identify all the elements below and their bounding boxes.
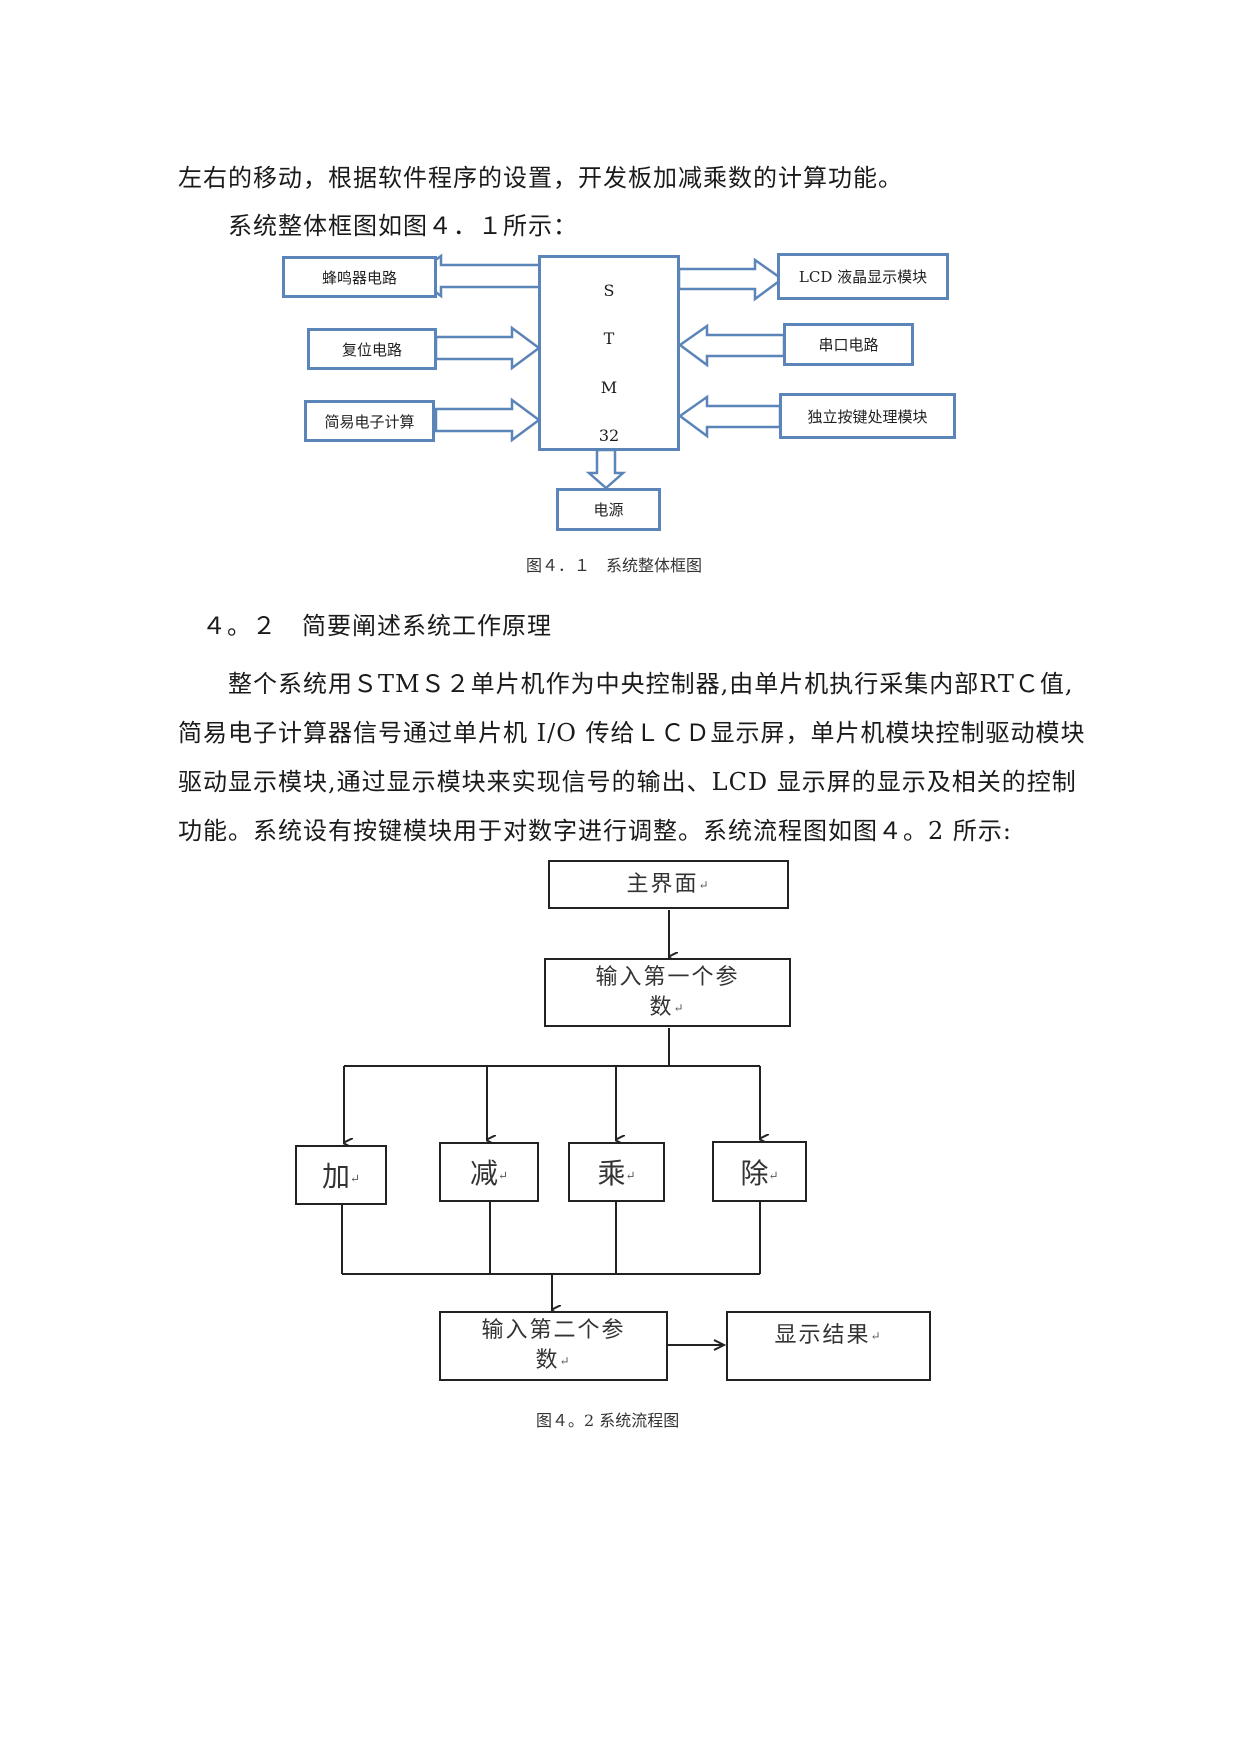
- op-add-box: 加↵: [295, 1145, 387, 1205]
- figure-caption: 图４。2 系统流程图: [536, 1411, 680, 1430]
- paragraph-line: 系统整体框图如图４．１所示：: [228, 212, 578, 240]
- input-first-param-line: 输入第一个参: [595, 964, 740, 990]
- return-mark: ↵: [497, 1168, 509, 1183]
- return-mark: ↵: [559, 1354, 572, 1368]
- reset-module: 复位电路: [307, 328, 437, 370]
- op-multiply-box: 乘↵: [568, 1142, 665, 1202]
- key-module: 独立按键处理模块: [779, 393, 956, 439]
- main-screen-box: 主界面↵: [548, 860, 789, 909]
- stm-letter: S: [603, 281, 615, 300]
- power-module: 电源: [556, 488, 661, 531]
- return-mark: ↵: [349, 1171, 361, 1186]
- show-result-box: 显示结果↵: [726, 1311, 931, 1381]
- paragraph-line: 驱动显示模块,通过显示模块来实现信号的输出、LCD 显示屏的显示及相关的控制: [178, 768, 1077, 796]
- op-multiply-label: 乘: [597, 1157, 626, 1190]
- figure-caption: 图４．１ 系统整体框图: [526, 556, 703, 575]
- op-divide-box: 除↵: [712, 1141, 807, 1202]
- paragraph-line: 简易电子计算器信号通过单片机 I/O 传给ＬＣＤ显示屏，单片机模块控制驱动模块: [178, 719, 1086, 747]
- stm-letter: M: [600, 378, 618, 397]
- stm-letter: 32: [598, 426, 620, 445]
- op-subtract-label: 减: [469, 1157, 498, 1190]
- serial-module: 串口电路: [783, 323, 914, 366]
- block-diagram-arrows: [411, 253, 786, 490]
- return-mark: ↵: [870, 1329, 883, 1343]
- input-second-param-line: 输入第二个参: [481, 1318, 626, 1343]
- lcd-module: LCD 液晶显示模块: [777, 253, 949, 300]
- paragraph-line: 左右的移动，根据软件程序的设置，开发板加减乘数的计算功能。: [178, 164, 903, 192]
- input-second-param-line: 数: [535, 1348, 560, 1373]
- input-first-param-box: 输入第一个参 数↵: [544, 958, 791, 1027]
- op-subtract-box: 减↵: [439, 1142, 539, 1202]
- show-result-label: 显示结果: [774, 1323, 871, 1348]
- paragraph-line: 功能。系统设有按键模块用于对数字进行调整。系统流程图如图４。2 所示:: [178, 817, 1012, 845]
- calculator-module: 简易电子计算: [304, 400, 435, 442]
- stm-letter: T: [603, 329, 615, 348]
- return-mark: ↵: [625, 1168, 636, 1183]
- input-first-param-line: 数: [649, 994, 674, 1020]
- paragraph-line: 整个系统用ＳTMＳ２单片机作为中央控制器,由单片机执行采集内部RTＣ值,: [228, 670, 1074, 698]
- input-second-param-box: 输入第二个参 数↵: [439, 1311, 668, 1381]
- stm32-block: S T M 32: [538, 255, 680, 451]
- buzzer-module: 蜂鸣器电路: [282, 256, 437, 298]
- return-mark: ↵: [673, 1000, 686, 1015]
- section-heading: ４。２ 简要阐述系统工作原理: [202, 612, 552, 640]
- op-add-label: 加: [321, 1160, 350, 1193]
- return-mark: ↵: [768, 1168, 779, 1182]
- op-divide-label: 除: [740, 1156, 769, 1190]
- return-mark: ↵: [698, 877, 711, 892]
- main-screen-label: 主界面: [626, 871, 699, 897]
